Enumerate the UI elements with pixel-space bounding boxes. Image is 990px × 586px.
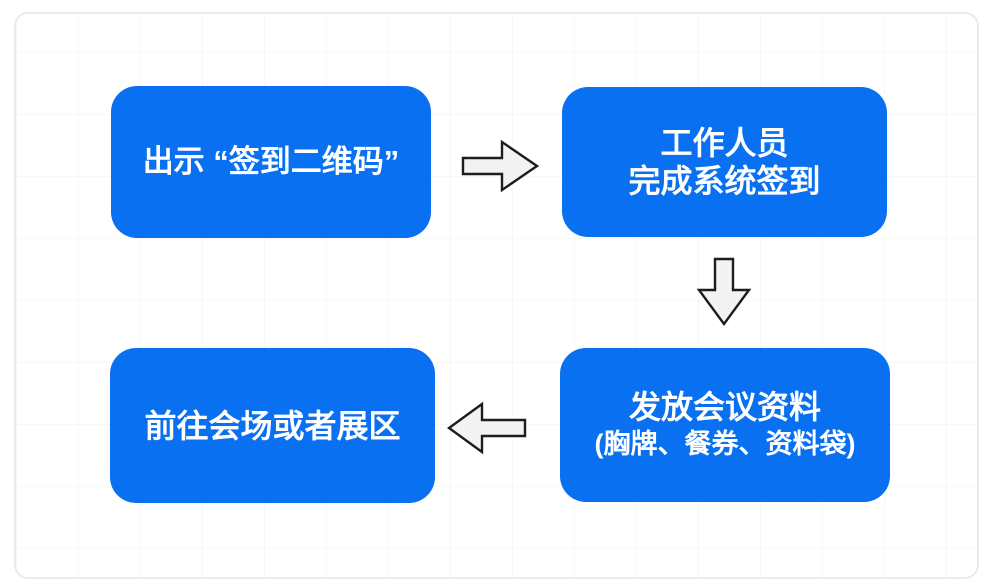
flow-node-distribute-materials: 发放会议资料 (胸牌、餐券、资料袋) [560,348,890,502]
node-label: 发放会议资料 [628,389,821,425]
flow-node-staff-checkin: 工作人员 完成系统签到 [562,87,887,237]
node-label: 工作人员 [660,125,789,161]
node-sublabel: (胸牌、餐券、资料袋) [594,429,856,459]
arrow-left-icon [446,401,527,455]
arrow-down-icon [696,257,752,327]
flow-node-go-to-venue: 前往会场或者展区 [110,348,435,503]
flow-node-show-qr-code: 出示 “签到二维码” [111,86,431,238]
node-label: 完成系统签到 [628,163,821,199]
arrow-right-icon [461,139,540,193]
node-label: 出示 “签到二维码” [142,144,400,179]
node-label: 前往会场或者展区 [144,407,401,444]
